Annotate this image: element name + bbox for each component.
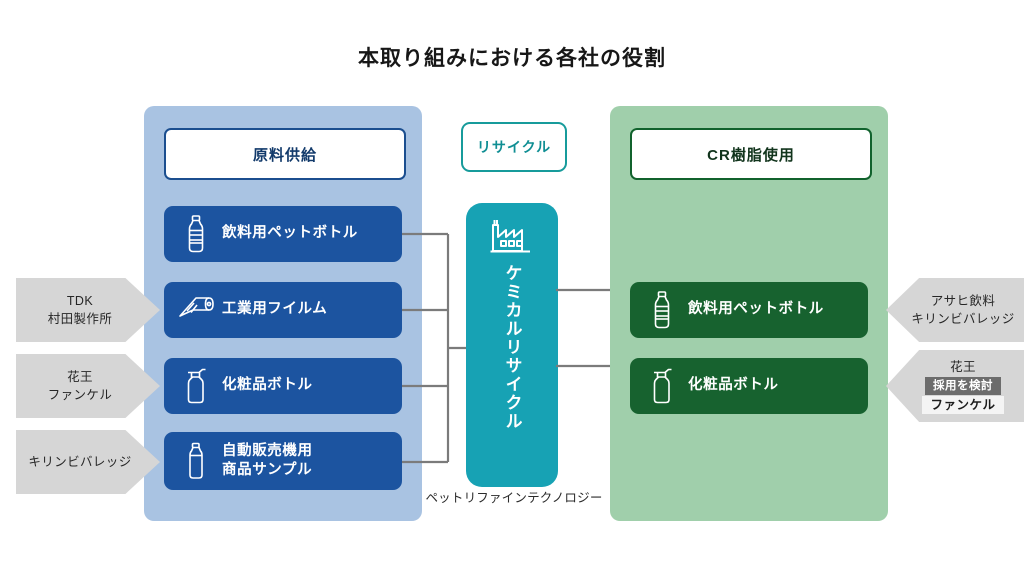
left-item-label: 工業用フイルム — [222, 301, 328, 318]
adopter-chevron-kao-fancl: 花王 採用を検討 ファンケル — [886, 350, 1024, 422]
right-item-beverage-pet-bottle[interactable]: 飲料用ペットボトル — [630, 282, 868, 338]
supplier-line1: 花王 — [67, 369, 93, 384]
adopter-line2: キリンビバレッジ — [911, 312, 1015, 326]
pump-bottle-icon — [174, 366, 218, 406]
right-item-label: 化粧品ボトル — [688, 377, 779, 394]
supplier-line2: ファンケル — [47, 388, 113, 402]
left-item-industrial-film[interactable]: 工業用フイルム — [164, 282, 402, 338]
factory-icon — [489, 215, 535, 260]
supplier-line1: キリンビバレッジ — [28, 454, 132, 469]
adopter-line1: 花王 — [950, 359, 976, 374]
pump-bottle-icon — [640, 366, 684, 406]
left-item-label-line1: 自動販売機用 — [222, 442, 313, 459]
right-item-cosmetic-bottle[interactable]: 化粧品ボトル — [630, 358, 868, 414]
status-badge: 採用を検討 — [925, 376, 1001, 396]
pet-bottle-icon — [174, 214, 218, 254]
left-item-label: 化粧品ボトル — [222, 377, 313, 394]
left-item-beverage-pet-bottle[interactable]: 飲料用ペットボトル — [164, 206, 402, 262]
center-caption: ペットリファインテクノロジー — [425, 491, 603, 505]
chemical-recycle-label: ケミカルリサイクル — [502, 264, 522, 431]
film-roll-icon — [174, 294, 218, 326]
supplier-chevron-tdk-murata: TDK 村田製作所 — [16, 278, 160, 342]
supplier-line2: 村田製作所 — [47, 312, 113, 326]
left-item-cosmetic-bottle[interactable]: 化粧品ボトル — [164, 358, 402, 414]
left-item-label: 飲料用ペットボトル — [222, 225, 358, 242]
center-header: リサイクル — [461, 122, 567, 172]
adopter-line1: アサヒ飲料 — [930, 293, 996, 308]
supplier-chevron-kirin-beverage: キリンビバレッジ — [16, 430, 160, 494]
adopter-chevron-asahi-kirin: アサヒ飲料 キリンビバレッジ — [886, 278, 1024, 342]
page-title: 本取り組みにおける各社の役割 — [358, 47, 666, 70]
left-panel-header: 原料供給 — [164, 128, 406, 180]
right-item-label: 飲料用ペットボトル — [688, 301, 824, 318]
pet-bottle-icon — [640, 290, 684, 330]
supplier-chevron-kao-fancl: 花王 ファンケル — [16, 354, 160, 418]
supplier-line1: TDK — [66, 293, 94, 308]
chemical-recycle-box[interactable]: ケミカルリサイクル — [466, 203, 558, 487]
left-item-label-line2: 商品サンプル — [222, 462, 313, 478]
adopter-line2: ファンケル — [922, 396, 1004, 415]
right-panel-header: CR樹脂使用 — [630, 128, 872, 180]
sample-bottle-icon — [174, 441, 218, 481]
left-item-vending-sample[interactable]: 自動販売機用 商品サンプル — [164, 432, 402, 490]
bracket-connector — [402, 232, 472, 464]
